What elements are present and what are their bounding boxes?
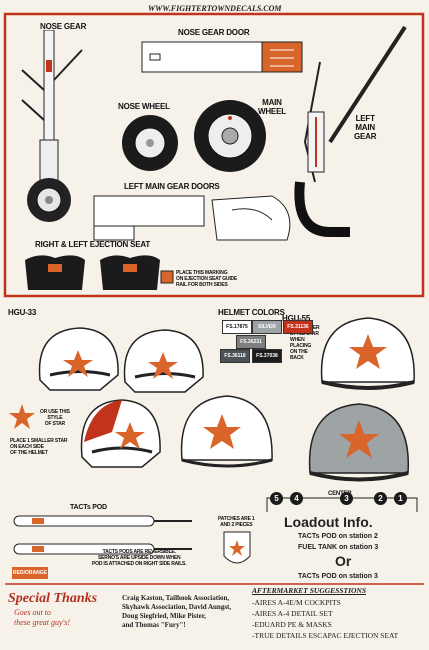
special-thanks-names: Craig Kaston, Tailhook Association, Skyh… bbox=[122, 594, 232, 629]
patch-drawing bbox=[223, 531, 251, 564]
aftermarket-item: -AIRES A-4E/M COCKPITS bbox=[252, 598, 341, 607]
nose-gear-door-label: NOSE GEAR DOOR bbox=[178, 28, 250, 37]
color-swatch: FS.37038 bbox=[252, 349, 282, 363]
color-swatch: FS.17875 bbox=[222, 320, 252, 334]
place-star-note: PLACE 1 SMALLER STAR ON EACH SIDE OF THE… bbox=[10, 438, 68, 456]
loadout-line-1: TACTs POD on station 2 bbox=[298, 533, 378, 540]
left-main-gear-drawing bbox=[294, 25, 407, 237]
center-label: CENTER bbox=[328, 491, 352, 497]
color-swatch: SILVER bbox=[252, 320, 282, 334]
nose-wheel-label: NOSE WHEEL bbox=[118, 102, 170, 111]
color-swatch: FS.36118 bbox=[220, 349, 250, 363]
hgu55-helmet-gray-drawing bbox=[308, 403, 410, 482]
main-wheel-drawing bbox=[194, 100, 266, 172]
station-marker: 2 bbox=[374, 492, 387, 505]
color-swatch: FS.31136 bbox=[283, 320, 313, 334]
small-star-icon bbox=[9, 404, 35, 429]
nose-gear-door-drawing bbox=[141, 41, 303, 73]
aftermarket-item: -TRUE DETAILS ESCAPAC EJECTION SEAT bbox=[252, 631, 399, 640]
color-swatch: FS.36231 bbox=[236, 335, 266, 349]
hgu33-helmet-orange-drawing bbox=[80, 399, 161, 468]
aftermarket-item: -EDUARD PE & MASKS bbox=[252, 620, 332, 629]
gear-panel-frame bbox=[3, 12, 425, 298]
tacts-note: TACTs PODS ARE REVERSIBLE. SERNO'S ARE U… bbox=[92, 549, 187, 567]
loadout-line-2: FUEL TANK on station 3 bbox=[298, 544, 379, 551]
loadout-line-3: TACTs POD on station 3 bbox=[298, 573, 378, 580]
red-orange-swatch: RED/ORANGE bbox=[12, 567, 48, 579]
station-marker: 3 bbox=[340, 492, 353, 505]
station-marker: 4 bbox=[290, 492, 303, 505]
hgu55-label: HGU-55 bbox=[282, 314, 311, 323]
or-use-note: OR USE THIS STYLE OF STAR bbox=[40, 409, 70, 427]
nose-gear-drawing bbox=[21, 30, 83, 222]
hgu33-helmet-1-drawing bbox=[38, 327, 119, 391]
nose-gear-label: NOSE GEAR bbox=[40, 22, 87, 31]
ejection-note: PLACE THIS MARKING ON EJECTION SEAT GUID… bbox=[176, 270, 238, 288]
website-url: WWW.FIGHTERTOWNDECALS.COM bbox=[148, 4, 282, 13]
station-marker: 1 bbox=[394, 492, 407, 505]
aftermarket-title: AFTERMARKET SUGGESSTIONS bbox=[252, 586, 366, 595]
tacts-pod-title: TACTs POD bbox=[70, 504, 107, 511]
special-thanks-title: Special Thanks bbox=[8, 591, 98, 606]
loadout-or: Or bbox=[335, 553, 352, 569]
main-wheel-label: MAIN WHEEL bbox=[258, 98, 286, 116]
bottom-divider bbox=[5, 583, 424, 585]
ejection-seat-drawing bbox=[25, 255, 160, 290]
patches-label: PATCHES ARE 1 AND 2 PIECES bbox=[218, 516, 255, 528]
ejection-marking-icon bbox=[160, 270, 174, 284]
aftermarket-item: -AIRES A-4 DETAIL SET bbox=[252, 609, 333, 618]
left-main-gear-label: LEFT MAIN GEAR bbox=[354, 114, 377, 141]
nose-wheel-drawing bbox=[122, 115, 178, 171]
hgu55-helmet-side-drawing bbox=[180, 395, 273, 468]
station-marker: 5 bbox=[270, 492, 283, 505]
left-main-gear-doors-drawing bbox=[93, 195, 291, 241]
special-thanks-sub: Goes out to these great guy's! bbox=[14, 608, 71, 627]
hgu33-label: HGU-33 bbox=[8, 308, 37, 317]
ejection-seat-label: RIGHT & LEFT EJECTION SEAT bbox=[35, 240, 151, 249]
tacts-pod-drawing bbox=[13, 515, 192, 555]
helmet-colors-title: HELMET COLORS bbox=[218, 308, 285, 317]
hgu55-helmet-white-drawing bbox=[320, 317, 415, 390]
left-main-gear-doors-label: LEFT MAIN GEAR DOORS bbox=[124, 182, 220, 191]
hgu33-helmet-2-drawing bbox=[123, 329, 204, 393]
loadout-title: Loadout Info. bbox=[284, 514, 373, 530]
